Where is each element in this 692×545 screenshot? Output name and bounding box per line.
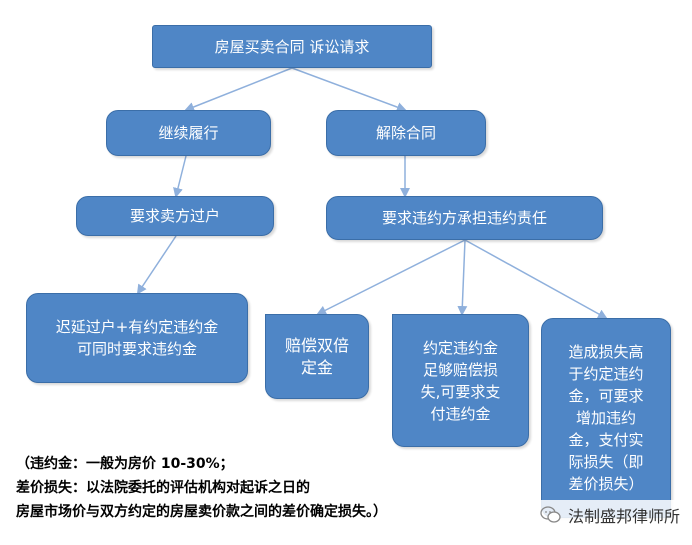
- arrow-liability-to-sufficient: [457, 239, 468, 316]
- sufficient-label: 约定违约金 足够赔偿损 失,可要求支 付违约金: [420, 338, 501, 423]
- transfer-box: 要求卖方过户: [76, 196, 274, 236]
- watermark-text: 法制盛邦律师所: [567, 507, 680, 526]
- continue-label: 继续履行: [158, 124, 219, 142]
- liability-label: 要求违约方承担违约责任: [381, 209, 547, 227]
- root-box: 房屋买卖合同 诉讼请求: [152, 25, 432, 68]
- note-line-3: 房屋市场价与双方约定的房屋卖价款之间的差价确定损失。）: [16, 504, 387, 520]
- terminate-label: 解除合同: [375, 124, 436, 142]
- arrow-root-to-terminate: [291, 67, 407, 112]
- arrow-continue-to-transfer: [173, 155, 187, 198]
- arrow-root-to-continue: [184, 67, 293, 112]
- continue-performance-box: 继续履行: [106, 110, 271, 156]
- delay-penalty-box: 迟延过户+有约定违约金 可同时要求违约金: [26, 293, 248, 383]
- arrow-liability-to-double: [316, 239, 466, 315]
- double-deposit-box: 赔偿双倍 定金: [265, 314, 369, 399]
- sufficient-penalty-box: 约定违约金 足够赔偿损 失,可要求支 付违约金: [392, 314, 529, 447]
- arrow-transfer-to-delay: [136, 235, 177, 295]
- terminate-contract-box: 解除合同: [326, 110, 486, 156]
- watermark: 法制盛邦律师所: [533, 500, 686, 530]
- delay-label: 迟延过户+有约定违约金 可同时要求违约金: [55, 318, 219, 358]
- note-line-1: （违约金：一般为房价 10-30%；: [16, 456, 234, 472]
- wechat-icon: [540, 506, 562, 524]
- liability-box: 要求违约方承担违约责任: [326, 196, 603, 240]
- root-label: 房屋买卖合同 诉讼请求: [214, 37, 370, 56]
- double-label: 赔偿双倍 定金: [284, 335, 349, 377]
- note-line-2: 差价损失：以法院委托的评估机构对起诉之日的: [16, 480, 310, 496]
- excess-loss-box: 造成损失高 于约定违约 金，可要求 增加违约 金，支付实 际损失（即 差价损失）: [541, 318, 671, 518]
- excess-label: 造成损失高 于约定违约 金，可要求 增加违约 金，支付实 际损失（即 差价损失）: [568, 343, 644, 493]
- arrow-liability-to-excess: [464, 239, 608, 319]
- transfer-label: 要求卖方过户: [129, 207, 220, 225]
